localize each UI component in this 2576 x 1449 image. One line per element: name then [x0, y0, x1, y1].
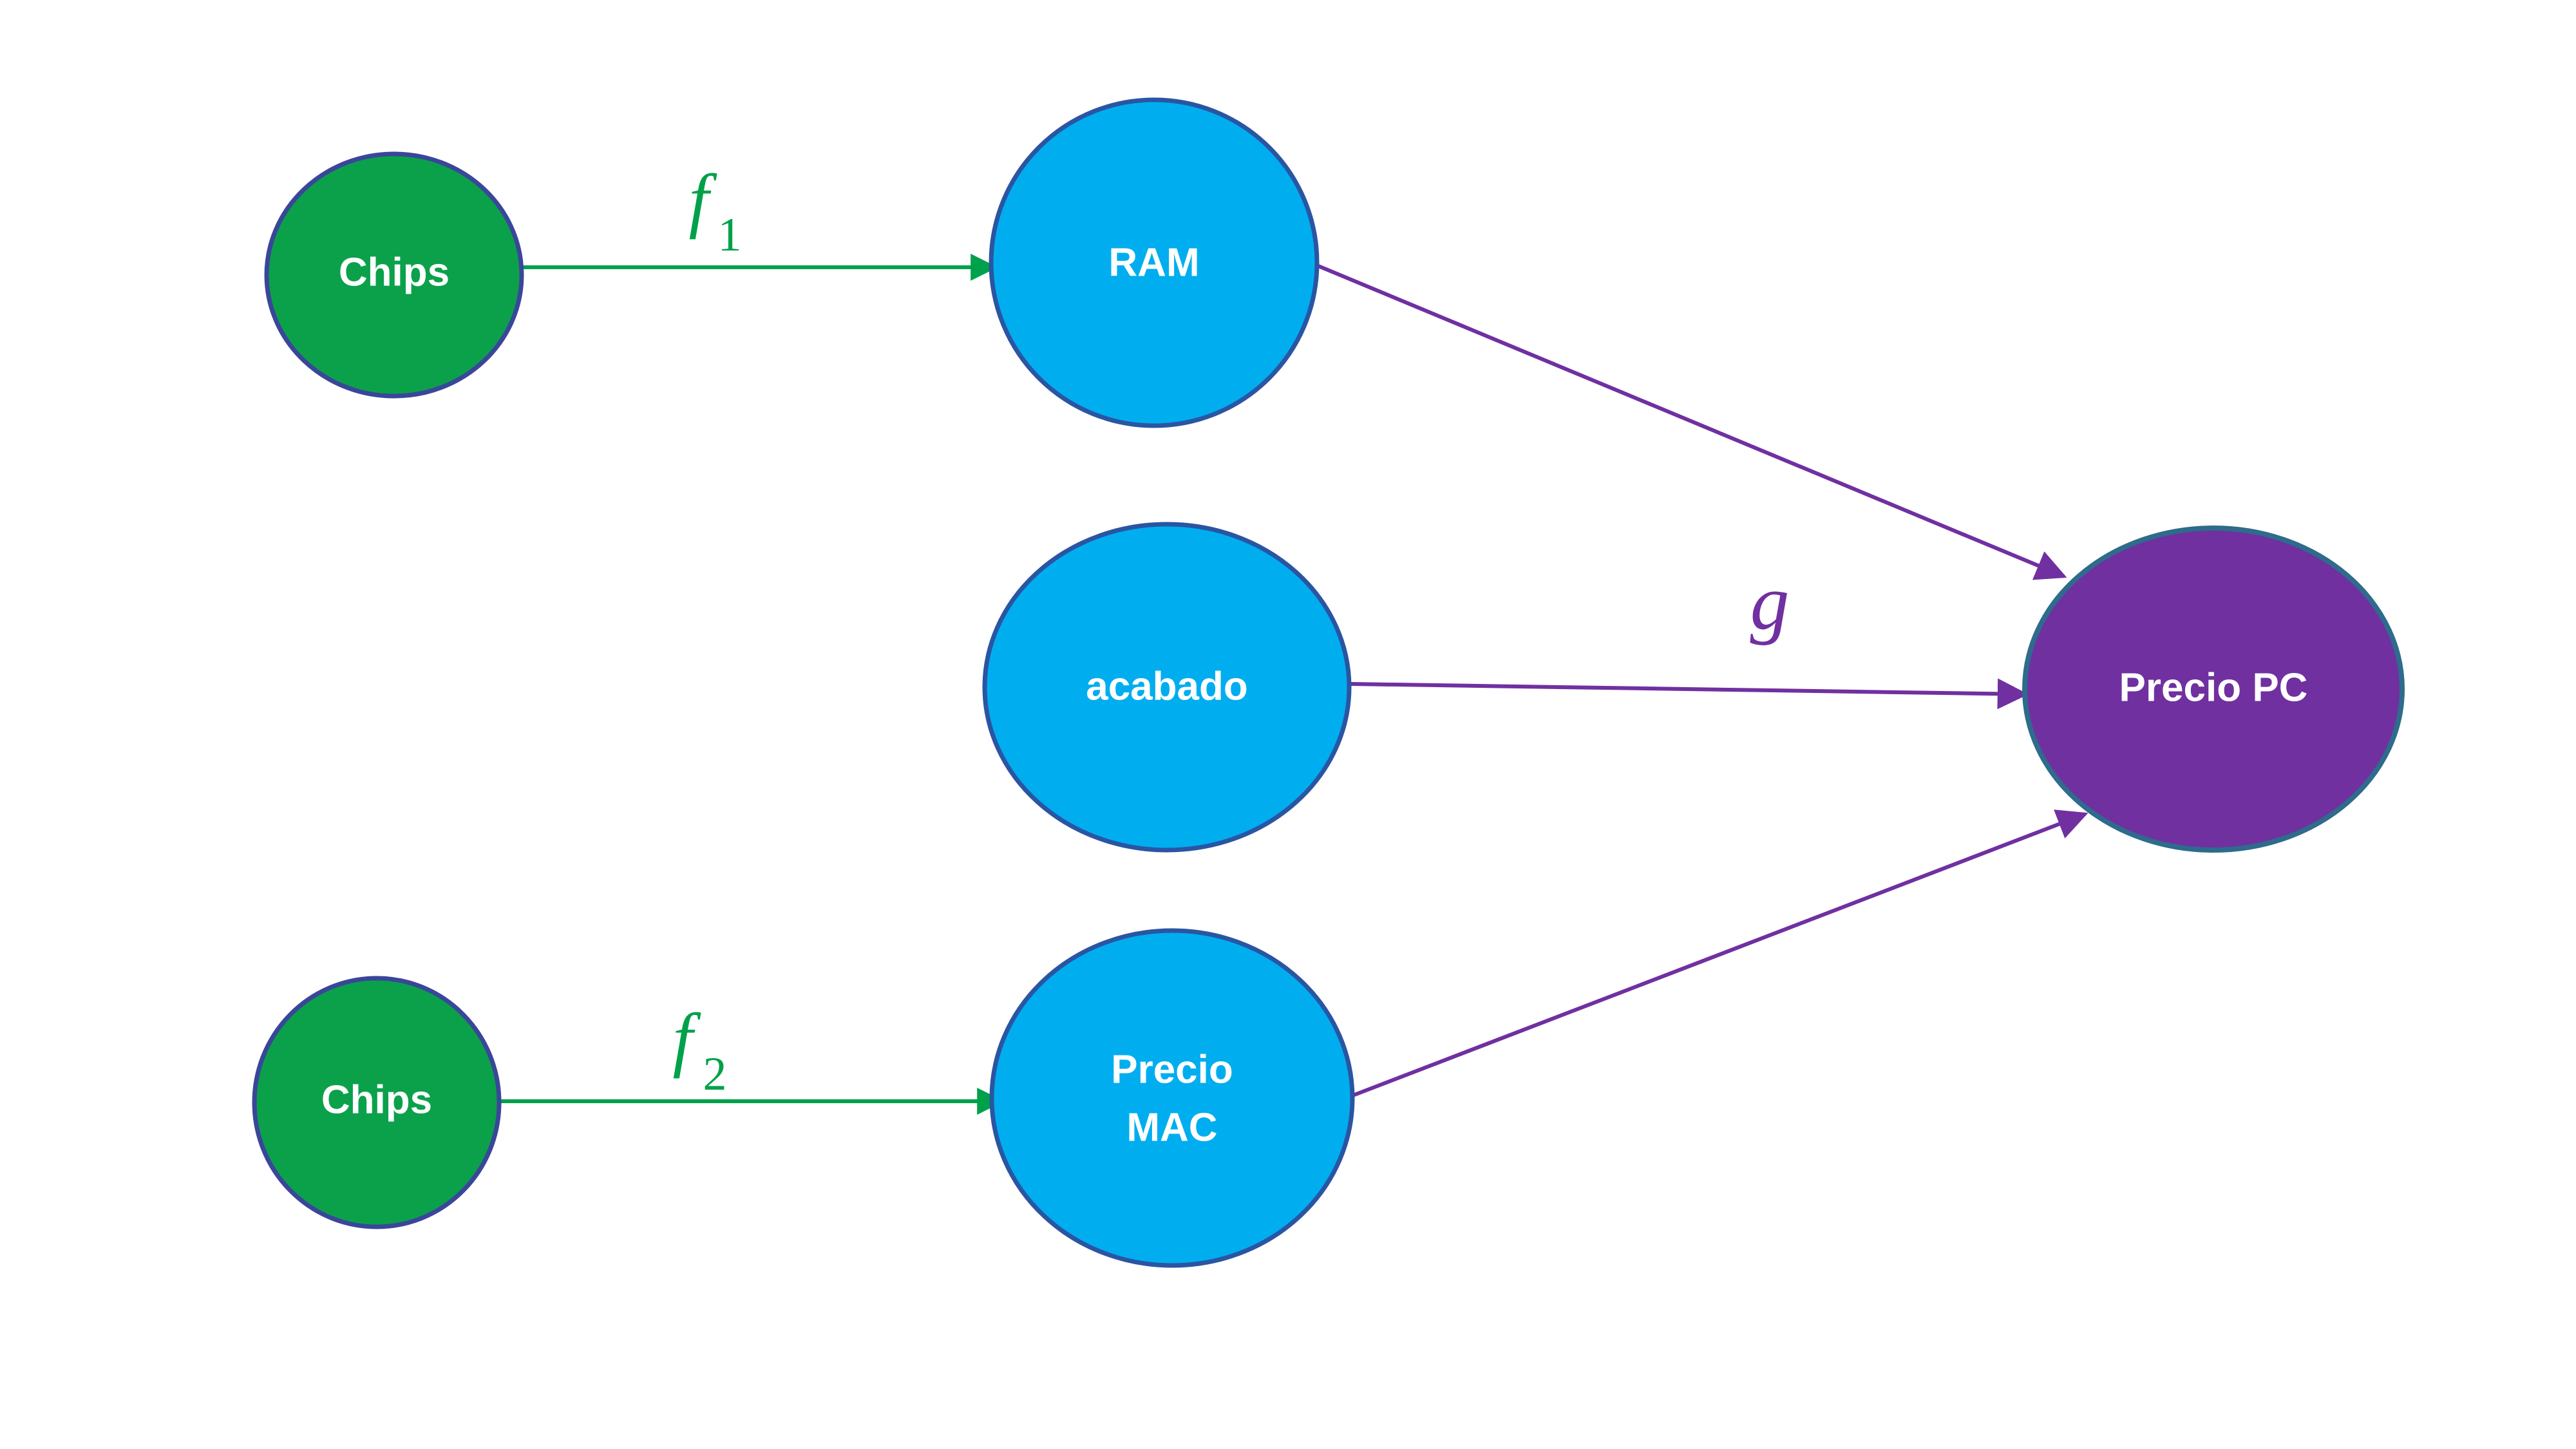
node-precio-pc-shape[interactable] [2022, 526, 2405, 853]
node-precio-mac[interactable]: Precio MAC [989, 928, 1355, 1268]
node-chips-2-label: Chips [321, 1077, 432, 1122]
node-ram-shape[interactable] [989, 97, 1320, 428]
node-precio-mac-label-line1: Precio [1111, 1047, 1233, 1092]
edge-ram-to-precio-pc[interactable] [1309, 261, 2067, 580]
node-chips-2[interactable]: Chips [252, 976, 502, 1229]
edge-g[interactable] [1350, 678, 2029, 710]
node-precio-pc-label: Precio PC [2119, 665, 2308, 710]
node-precio-pc[interactable]: Precio PC [2022, 526, 2405, 853]
edges-layer [499, 254, 2088, 1115]
edge-precio-mac-to-precio-pc[interactable] [1350, 810, 2088, 1098]
edge-label-g: g [1750, 559, 1790, 646]
edge-label-f1-base: f [688, 160, 717, 240]
node-chips-1[interactable]: Chips [264, 151, 524, 399]
node-precio-mac-shape[interactable] [989, 928, 1355, 1268]
edge-label-f1-subscript: 1 [718, 209, 742, 261]
node-ram-label: RAM [1108, 240, 1199, 285]
edge-label-g-base: g [1750, 559, 1790, 646]
node-acabado[interactable]: acabado [982, 522, 1352, 853]
node-acabado-shape[interactable] [982, 522, 1352, 853]
edge-label-f2: f 2 [672, 999, 726, 1101]
node-chips-1-label: Chips [339, 250, 450, 294]
edge-label-f2-base: f [672, 999, 701, 1079]
edge-ram-to-precio-pc-line[interactable] [1309, 261, 2067, 580]
node-chips-2-shape[interactable] [252, 976, 502, 1229]
nodes-layer: Chips RAM acabado Precio MAC Chips [252, 97, 2405, 1268]
edge-precio-mac-to-precio-pc-line[interactable] [1350, 810, 2088, 1098]
edge-g-line[interactable] [1350, 678, 2029, 710]
edge-label-f1: f 1 [688, 160, 741, 261]
node-precio-mac-label-line2: MAC [1126, 1105, 1217, 1150]
edge-label-f2-subscript: 2 [703, 1048, 727, 1101]
node-chips-1-shape[interactable] [264, 151, 524, 399]
node-acabado-label: acabado [1086, 664, 1248, 708]
node-ram[interactable]: RAM [989, 97, 1320, 428]
